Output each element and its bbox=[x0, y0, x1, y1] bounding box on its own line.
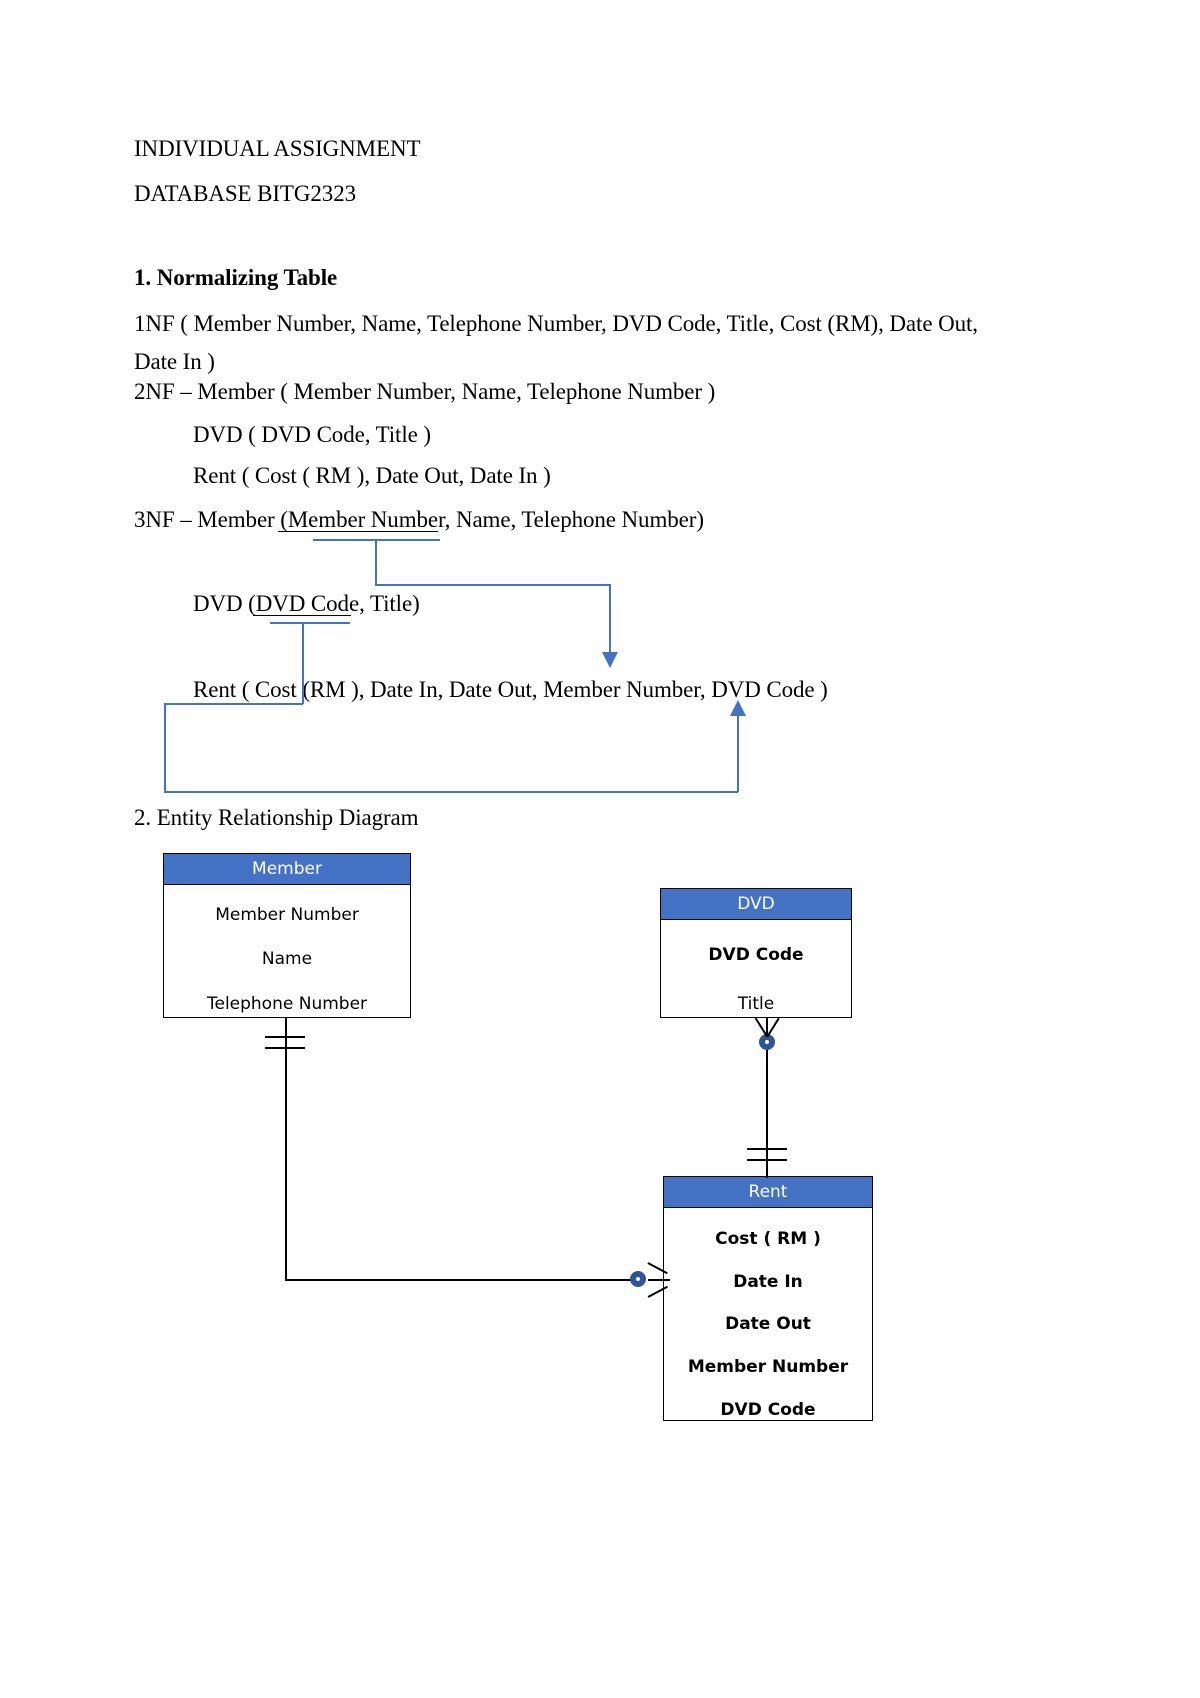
attribute-dvd-code: DVD Code bbox=[708, 944, 804, 965]
normal-form-2nf-member: 2NF – Member ( Member Number, Name, Tele… bbox=[134, 379, 716, 404]
entity-member-title: Member bbox=[164, 854, 410, 885]
attribute-member-number: Member Number bbox=[215, 905, 359, 926]
attribute-date-out: Date Out bbox=[725, 1314, 811, 1335]
connector-dvd-horizontal-3 bbox=[164, 791, 738, 793]
connector-member-horizontal-2 bbox=[375, 584, 610, 586]
normal-form-2nf-dvd: DVD ( DVD Code, Title ) bbox=[193, 422, 431, 447]
relationship-member-rent-vertical bbox=[285, 1018, 287, 1280]
cardinality-rent-zero-ring bbox=[630, 1271, 646, 1287]
normal-form-3nf-rent: Rent ( Cost (RM ), Date In, Date Out, Me… bbox=[193, 677, 828, 702]
attribute-date-in: Date In bbox=[733, 1271, 803, 1292]
connector-dvd-horizontal-1 bbox=[270, 622, 350, 624]
connector-dvd-arrowhead bbox=[730, 700, 746, 716]
attribute-cost-rm: Cost ( RM ) bbox=[715, 1229, 821, 1250]
entity-member[interactable]: Member Member Number Name Telephone Numb… bbox=[163, 853, 411, 1018]
attribute-name: Name bbox=[261, 949, 313, 970]
entity-dvd-attributes: DVD Code Title bbox=[661, 920, 851, 1038]
primary-key-underline-member-number bbox=[278, 531, 438, 532]
cardinality-member-one-tick-2 bbox=[265, 1047, 305, 1049]
entity-member-attributes: Member Number Name Telephone Number bbox=[164, 885, 410, 1034]
connector-member-stub-down bbox=[375, 539, 377, 585]
connector-dvd-vertical-2 bbox=[164, 703, 166, 793]
connector-dvd-vertical-1 bbox=[302, 622, 304, 704]
course-code: DATABASE BITG2323 bbox=[134, 181, 356, 206]
section-1-heading: 1. Normalizing Table bbox=[134, 265, 338, 290]
normal-form-3nf-dvd: DVD (DVD Code, Title) bbox=[193, 591, 420, 616]
relationship-member-rent-horizontal bbox=[285, 1279, 645, 1281]
attribute-rent-member-number: Member Number bbox=[687, 1357, 849, 1378]
primary-key-underline-dvd-code bbox=[253, 615, 351, 616]
entity-rent-attributes: Cost ( RM ) Date In Date Out Member Numb… bbox=[664, 1208, 872, 1441]
connector-member-arrowhead bbox=[602, 652, 618, 668]
relationship-dvd-rent-vertical bbox=[766, 1018, 768, 1178]
entity-dvd[interactable]: DVD DVD Code Title bbox=[660, 888, 852, 1018]
crowsfoot-rent-member-middle bbox=[648, 1279, 670, 1281]
attribute-telephone-number: Telephone Number bbox=[206, 993, 368, 1014]
normal-form-3nf-member: 3NF – Member (Member Number, Name, Telep… bbox=[134, 507, 704, 532]
connector-dvd-horizontal-2 bbox=[164, 703, 303, 705]
connector-member-vertical-2 bbox=[609, 584, 611, 656]
cardinality-rent-dvd-one-tick-1 bbox=[747, 1148, 787, 1150]
connector-dvd-vertical-3 bbox=[737, 716, 739, 792]
cardinality-member-one-tick-1 bbox=[265, 1036, 305, 1038]
normal-form-1nf: 1NF ( Member Number, Name, Telephone Num… bbox=[134, 311, 978, 374]
section-2-heading: 2. Entity Relationship Diagram bbox=[134, 805, 419, 830]
entity-rent-title: Rent bbox=[664, 1177, 872, 1208]
attribute-title: Title bbox=[737, 993, 775, 1014]
entity-rent[interactable]: Rent Cost ( RM ) Date In Date Out Member… bbox=[663, 1176, 873, 1421]
attribute-rent-dvd-code: DVD Code bbox=[720, 1399, 816, 1420]
cardinality-rent-dvd-one-tick-2 bbox=[747, 1159, 787, 1161]
entity-dvd-title: DVD bbox=[661, 889, 851, 920]
assignment-title: INDIVIDUAL ASSIGNMENT bbox=[134, 136, 421, 161]
normal-form-2nf-rent: Rent ( Cost ( RM ), Date Out, Date In ) bbox=[193, 463, 551, 488]
